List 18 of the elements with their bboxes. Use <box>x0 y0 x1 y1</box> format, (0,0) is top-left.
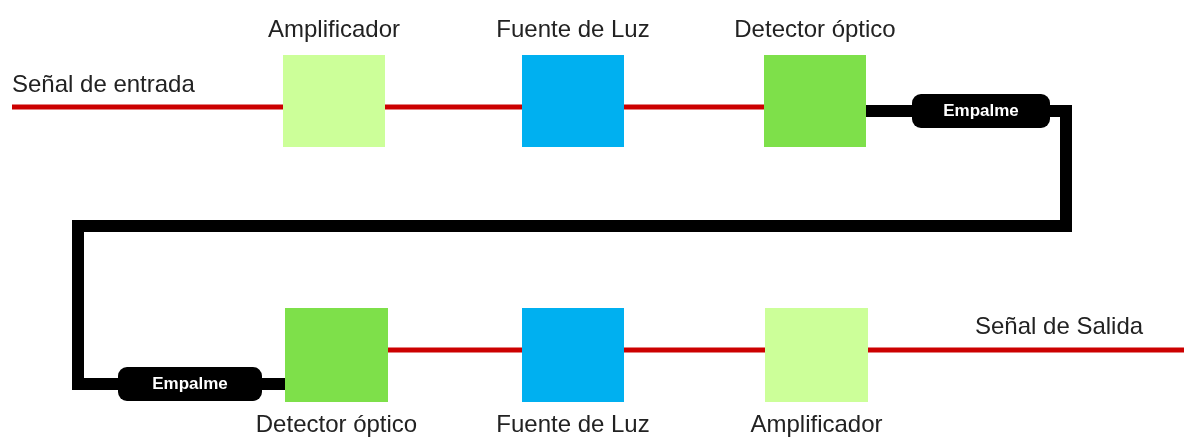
signal-line <box>624 347 765 353</box>
signal-label: Señal de Salida <box>975 312 1144 340</box>
signal-line <box>385 104 522 110</box>
block-label: Amplificador <box>750 410 883 438</box>
cable <box>866 105 912 117</box>
block-label: Fuente de Luz <box>496 15 650 43</box>
block-label: Detector óptico <box>255 410 418 438</box>
splice-badge: Empalme <box>118 367 262 401</box>
signal-line <box>388 347 522 353</box>
signal-line <box>12 104 283 110</box>
block-label: Amplificador <box>268 15 400 43</box>
signal-line <box>868 347 1184 353</box>
block-label: Detector óptico <box>734 15 896 43</box>
splice-badge: Empalme <box>912 94 1050 128</box>
signal-line <box>624 104 764 110</box>
signal-label: Señal de entrada <box>12 70 195 98</box>
cable <box>262 378 285 390</box>
block-label: Fuente de Luz <box>496 410 650 438</box>
